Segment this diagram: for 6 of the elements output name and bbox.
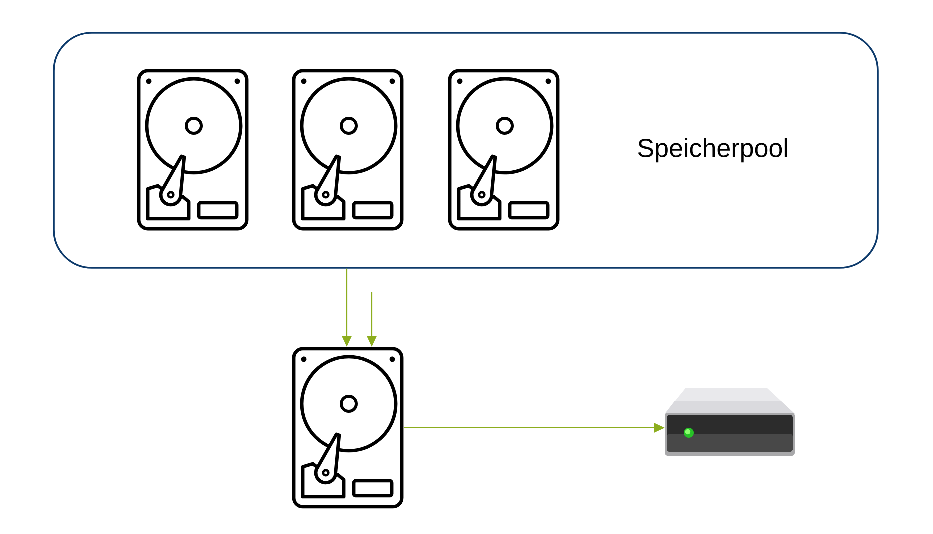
group-box: Speicherpool [53, 32, 879, 269]
hard-disk-icon [292, 69, 404, 231]
drive-icon [665, 388, 795, 456]
hard-disk-icon [137, 69, 249, 231]
hard-disk-icon [448, 69, 560, 231]
hard-disk-icon [292, 347, 404, 509]
